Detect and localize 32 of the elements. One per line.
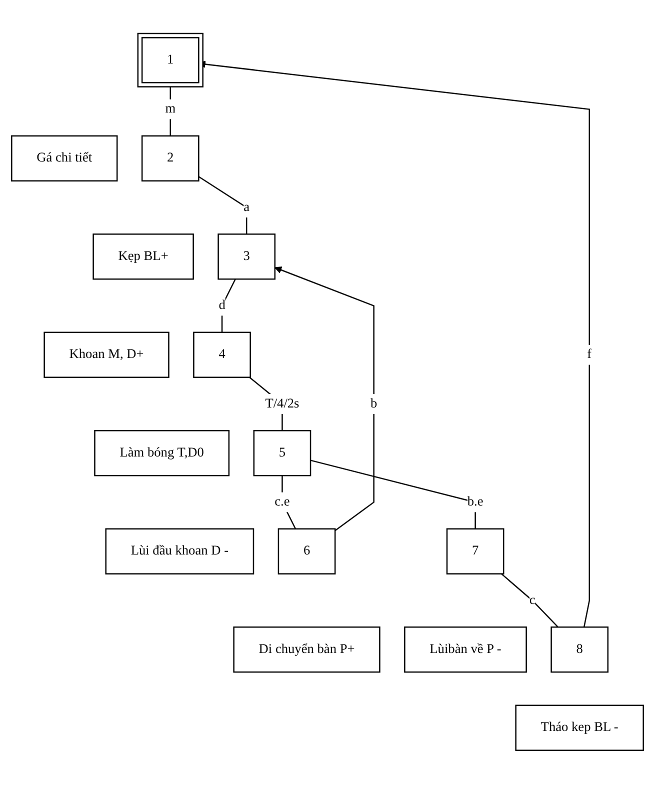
node-box: 3 [218, 233, 276, 280]
connector [221, 278, 236, 332]
edge-label: a [244, 200, 250, 214]
node-box: Tháo kep BL - [515, 704, 644, 750]
node-box: Làm bóng T,D0 [94, 430, 230, 476]
node-box: Lùibàn về P - [404, 626, 527, 672]
connector [198, 176, 248, 234]
edge-label: T/4/2s [265, 396, 300, 410]
node-box: 7 [446, 528, 504, 574]
node-box: Kẹp BL+ [92, 233, 194, 280]
node-box: 5 [253, 430, 312, 476]
connector [282, 475, 296, 529]
node-box: Lùi đầu khoan D - [105, 528, 254, 574]
arrow [198, 60, 590, 627]
node-box: 2 [141, 134, 200, 181]
connector [310, 459, 476, 528]
node-box: 6 [278, 528, 336, 574]
node-box: Gá chi tiết [11, 134, 118, 181]
node-box: Khoan M, D+ [44, 331, 170, 378]
connector [501, 572, 558, 628]
edge-label: m [165, 101, 176, 116]
node-box: 8 [550, 626, 609, 672]
node-box: Di chuyển bàn P+ [233, 626, 380, 672]
edge-label: d [218, 298, 226, 312]
edge-label: b [370, 396, 378, 410]
node-box: 1 [137, 32, 204, 87]
edge-label: f [587, 346, 592, 362]
edge-label: c.e [274, 494, 290, 508]
arrow [274, 266, 374, 531]
edge-label: b.e [467, 494, 484, 508]
edge-label: c [529, 592, 536, 607]
node-box: 4 [193, 331, 251, 378]
